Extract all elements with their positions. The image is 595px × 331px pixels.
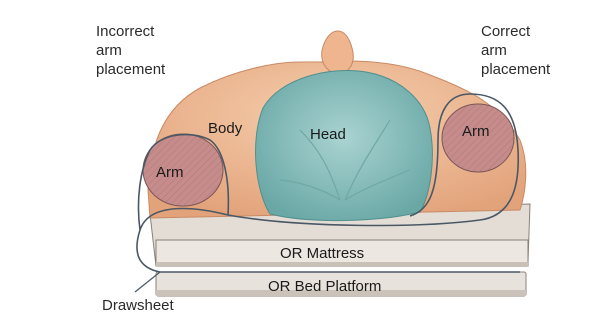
head-label: Head	[310, 125, 346, 144]
or-bed-platform-label: OR Bed Platform	[268, 277, 381, 296]
nose-shape	[322, 31, 354, 74]
incorrect-arm-placement-label: Incorrect arm placement	[96, 22, 165, 79]
arm-left-label: Arm	[156, 163, 184, 182]
head-cover	[256, 71, 433, 221]
or-mattress-label: OR Mattress	[280, 244, 364, 263]
body-label: Body	[208, 119, 242, 138]
arm-right-label: Arm	[462, 122, 490, 141]
drawsheet-label: Drawsheet	[102, 296, 174, 315]
correct-arm-placement-label: Correct arm placement	[481, 22, 550, 79]
